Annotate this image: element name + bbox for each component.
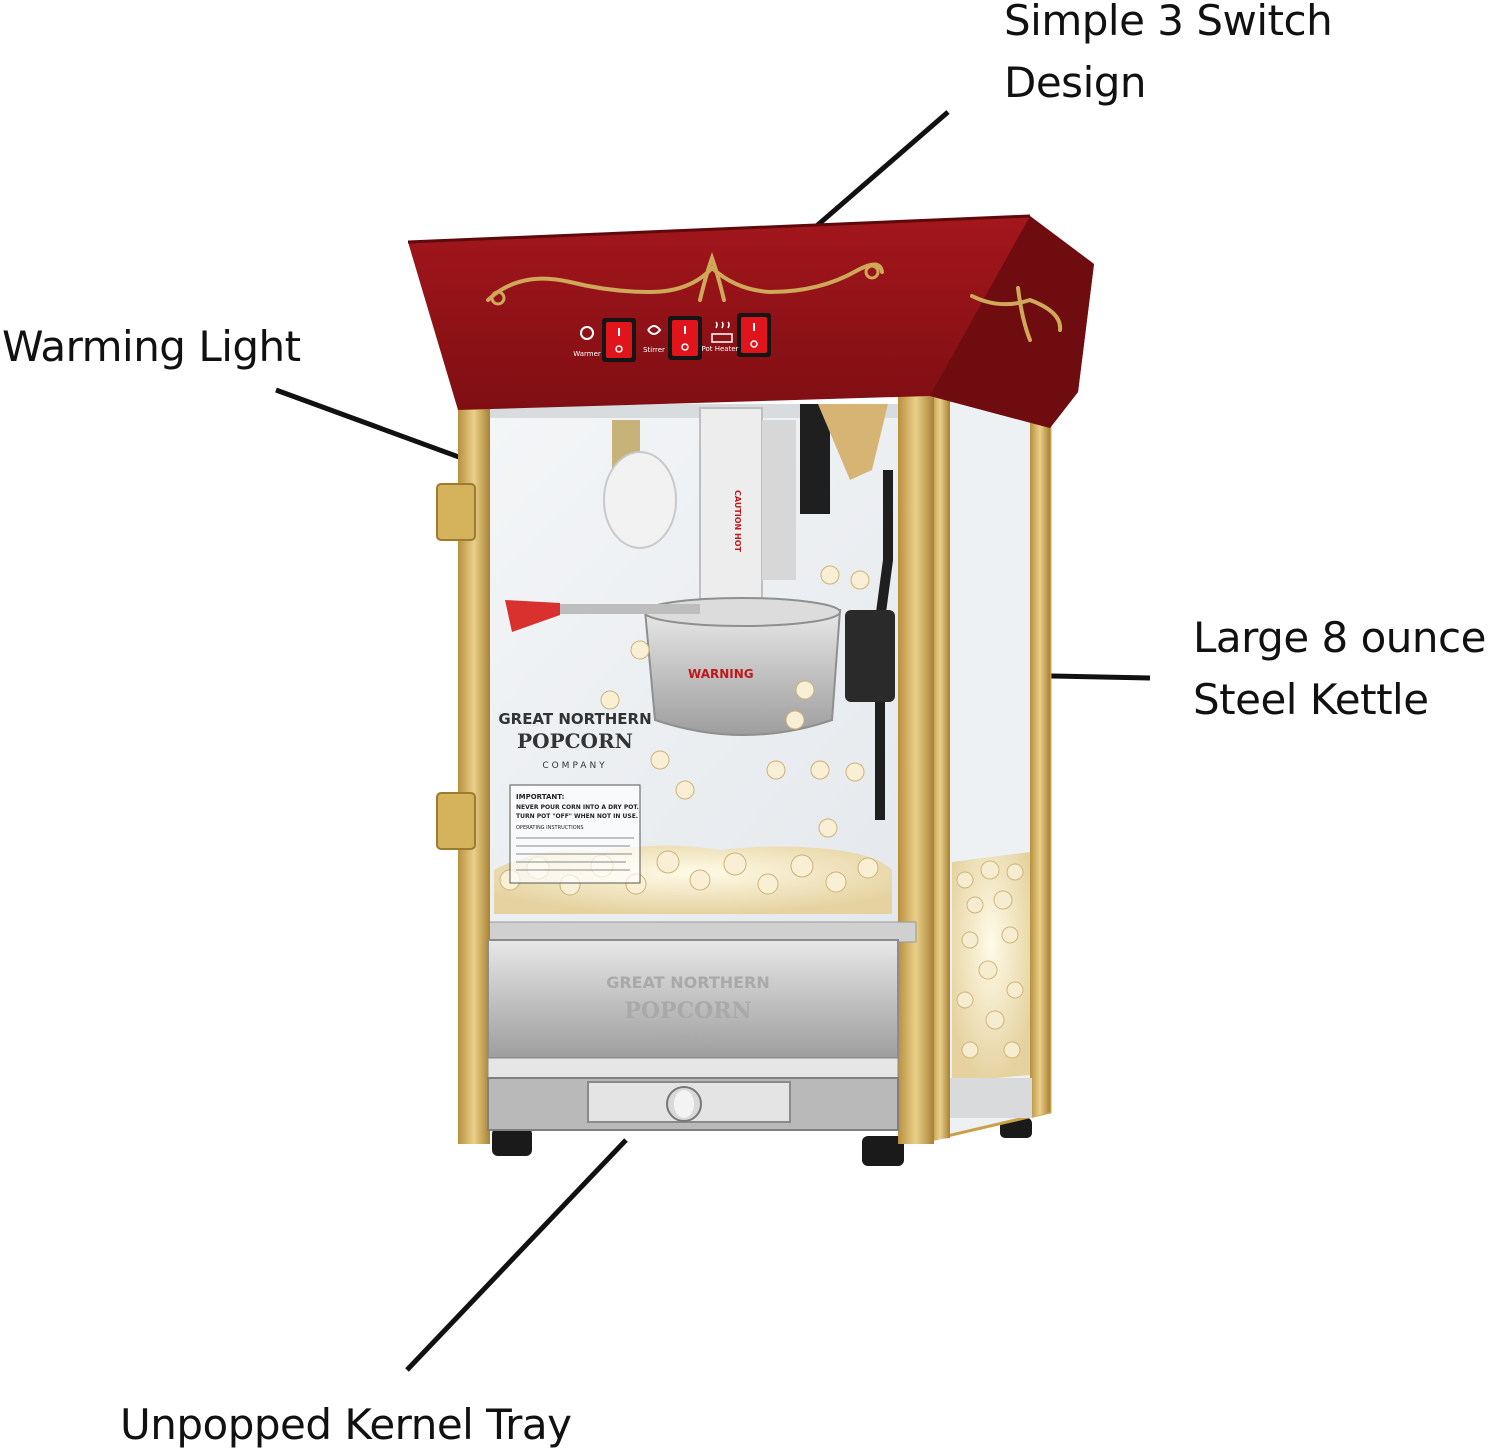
notice-title: IMPORTANT: [516, 793, 565, 801]
callout-kettle-line-1: Large 8 ounce [1193, 613, 1486, 662]
svg-text:COMPANY: COMPANY [655, 1035, 720, 1045]
kernel-tray-drawer [587, 1081, 791, 1123]
cabinet-side [928, 393, 1052, 1142]
notice-line-1: NEVER POUR CORN INTO A DRY POT. [516, 804, 639, 811]
callout-kettle-line-2: Steel Kettle [1193, 675, 1429, 724]
notice-sub: OPERATING INSTRUCTIONS [516, 825, 584, 831]
callout-switch-line-2: Design [1004, 58, 1147, 107]
kettle-assembly [505, 404, 895, 820]
tray-pointer-line [405, 1138, 628, 1372]
svg-text:GREAT NORTHERN: GREAT NORTHERN [606, 973, 770, 992]
callout-switch-line-1: Simple 3 Switch [1004, 0, 1333, 45]
warming-light-bulb [603, 420, 677, 549]
pot-heater-switch[interactable] [737, 313, 771, 357]
brand-line-2: POPCORN [517, 729, 633, 753]
svg-text:POPCORN: POPCORN [624, 998, 751, 1024]
warmer-switch[interactable] [602, 318, 636, 362]
callout-warming-light: Warming Light [2, 322, 301, 371]
caution-label: CAUTION HOT [733, 490, 742, 553]
pot-heater-icon [711, 321, 733, 343]
brand-line-1: GREAT NORTHERN [498, 710, 651, 728]
warmer-label: Warmer [573, 350, 601, 358]
stirrer-switch[interactable] [668, 316, 702, 360]
callout-steel-kettle: Large 8 ounce Steel Kettle [1193, 607, 1486, 731]
notice-line-2: TURN POT "OFF" WHEN NOT IN USE. [516, 813, 638, 820]
stirrer-label: Stirrer [643, 346, 665, 354]
pot-heater-label: Pot Heater [701, 345, 738, 353]
brand-line-3: COMPANY [542, 761, 607, 771]
switch-panel: Warmer Stirrer Pot Heater [573, 313, 771, 362]
base-brand-emboss: GREAT NORTHERN POPCORN COMPANY [606, 973, 770, 1045]
kettle-warning-label: WARNING [688, 667, 754, 681]
bulb-icon [580, 326, 594, 340]
stirrer-icon [647, 325, 662, 335]
machine-feet [492, 1118, 1032, 1166]
callout-kernel-tray: Unpopped Kernel Tray [120, 1400, 572, 1449]
callout-switch-design: Simple 3 Switch Design [1004, 0, 1333, 114]
brand-decal: GREAT NORTHERN POPCORN COMPANY IMPORTANT… [498, 710, 652, 884]
